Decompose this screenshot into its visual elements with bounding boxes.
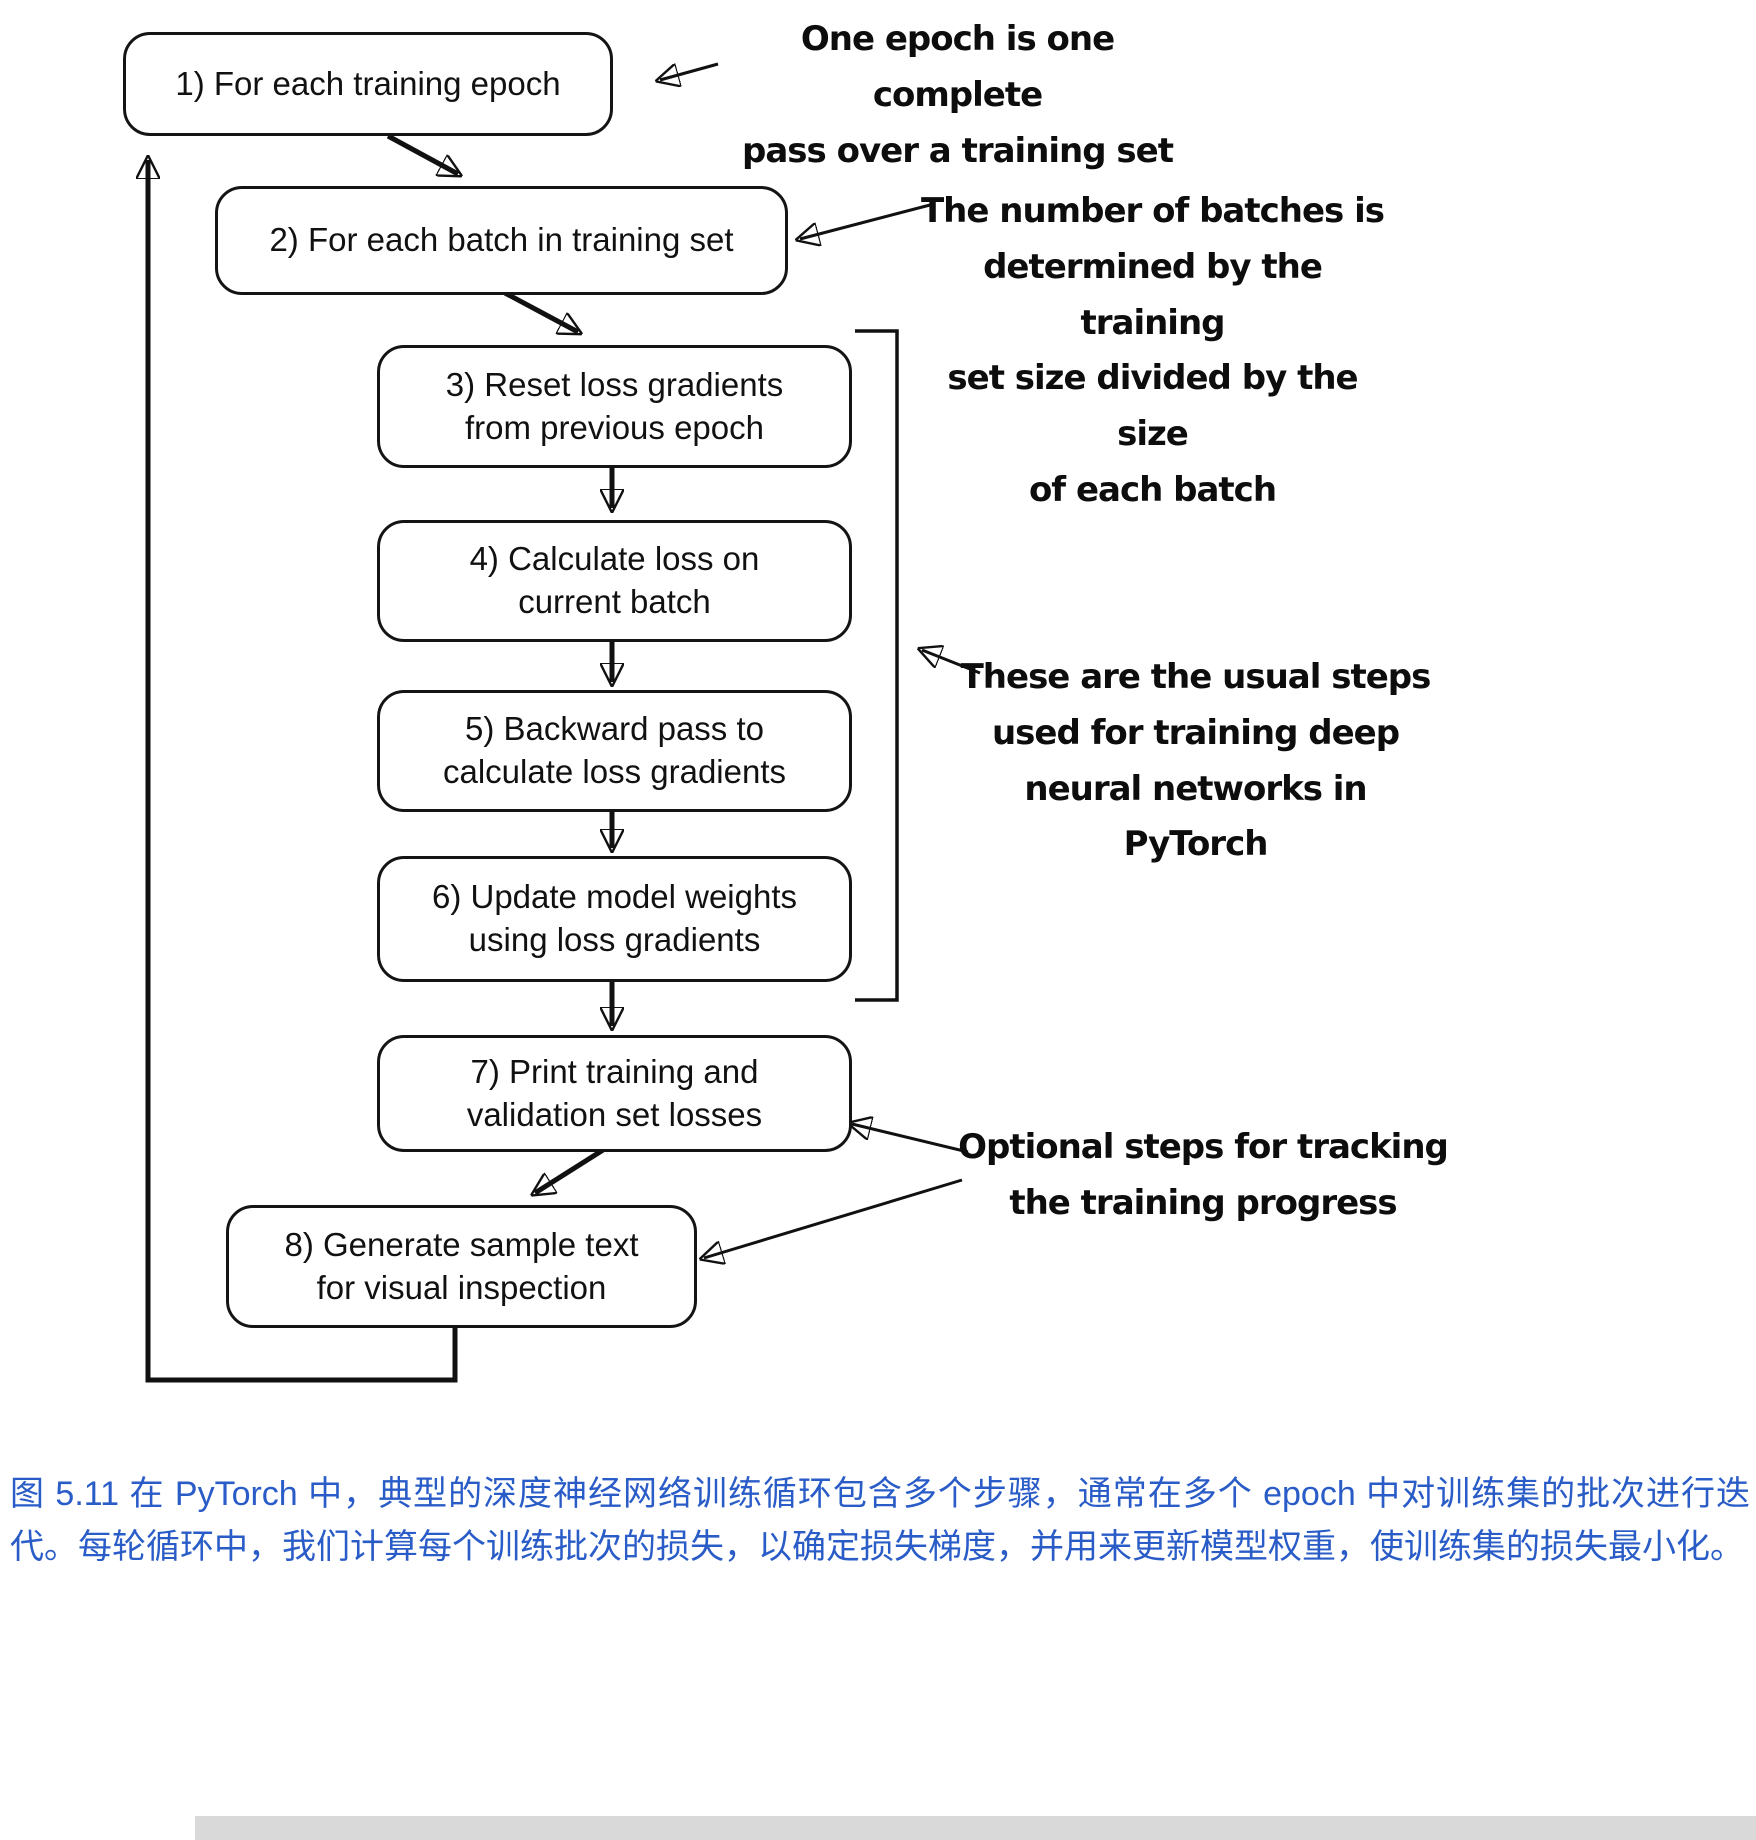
flow-step-4: 4) Calculate loss on current batch xyxy=(377,520,852,642)
annotation-optional-arrow-step7 xyxy=(852,1124,969,1154)
arrow-step2-step3 xyxy=(503,290,578,332)
annotation-optional-arrow-step8 xyxy=(704,1178,963,1258)
arrow-step1-step2 xyxy=(386,133,458,174)
figure-caption: 图 5.11 在 PyTorch 中，典型的深度神经网络训练循环包含多个步骤，通… xyxy=(10,1475,1750,1566)
annotation-optional-steps: Optional steps for tracking the training… xyxy=(958,1127,1449,1223)
annotation-usual-steps: These are the usual steps used for train… xyxy=(960,657,1432,865)
flow-step-8: 8) Generate sample text for visual inspe… xyxy=(226,1205,697,1328)
annotation-epoch-arrow xyxy=(660,62,719,80)
flow-step-5: 5) Backward pass to calculate loss gradi… xyxy=(377,690,852,812)
annotation-batches: The number of batches is determined by t… xyxy=(920,191,1385,510)
annotation-epoch: One epoch is one complete pass over a tr… xyxy=(742,19,1174,171)
bottom-strip xyxy=(195,1816,1756,1840)
flow-step-1: 1) For each training epoch xyxy=(123,32,613,136)
flow-step-2: 2) For each batch in training set xyxy=(215,186,788,295)
arrow-step7-step8 xyxy=(535,1147,605,1193)
flow-step-7: 7) Print training and validation set los… xyxy=(377,1035,852,1152)
flow-step-3: 3) Reset loss gradients from previous ep… xyxy=(377,345,852,468)
flow-step-6: 6) Update model weights using loss gradi… xyxy=(377,856,852,982)
steps-3-6-bracket xyxy=(855,329,899,1002)
